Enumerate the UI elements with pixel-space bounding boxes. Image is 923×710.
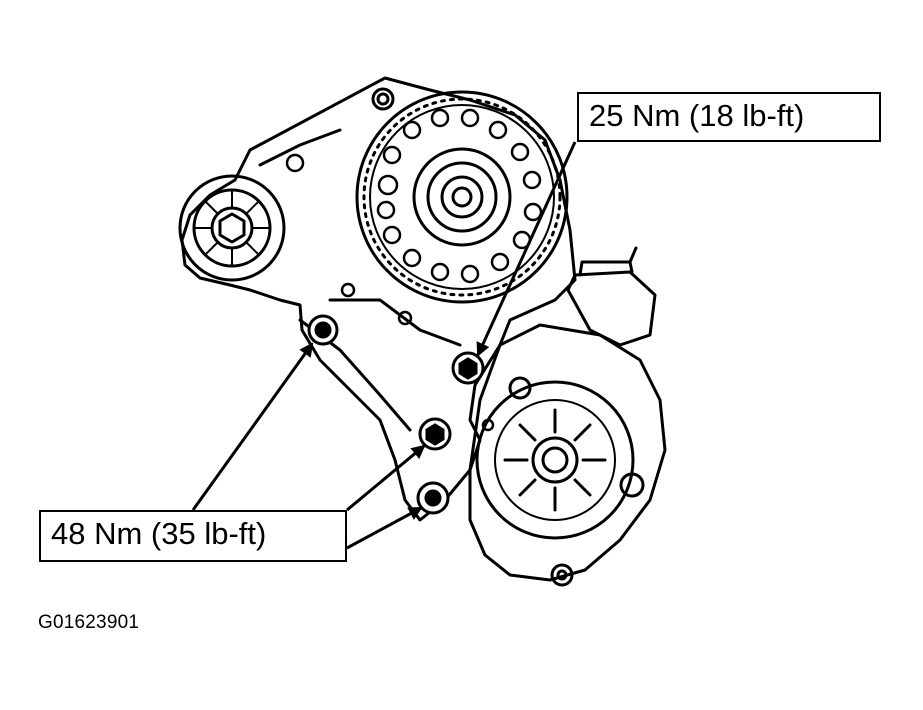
starter-housing (468, 246, 667, 587)
leader-line-bottom-c (346, 506, 423, 550)
figure-id-label: G01623901 (38, 612, 140, 633)
leader-line-bottom-a (191, 342, 314, 511)
bolt-lower-middle (418, 417, 452, 451)
torque-callout-lower: 48 Nm (35 lb-ft) (39, 510, 347, 562)
bolt-center (451, 351, 485, 385)
alternator (355, 87, 569, 304)
torque-callout-upper: 25 Nm (18 lb-ft) (577, 92, 881, 142)
tensioner-pulley (178, 174, 286, 282)
bolt-lower (416, 481, 450, 515)
leader-line-top (476, 141, 577, 357)
leader-line-bottom-b (346, 444, 426, 512)
bolt-upper-left (307, 314, 339, 346)
